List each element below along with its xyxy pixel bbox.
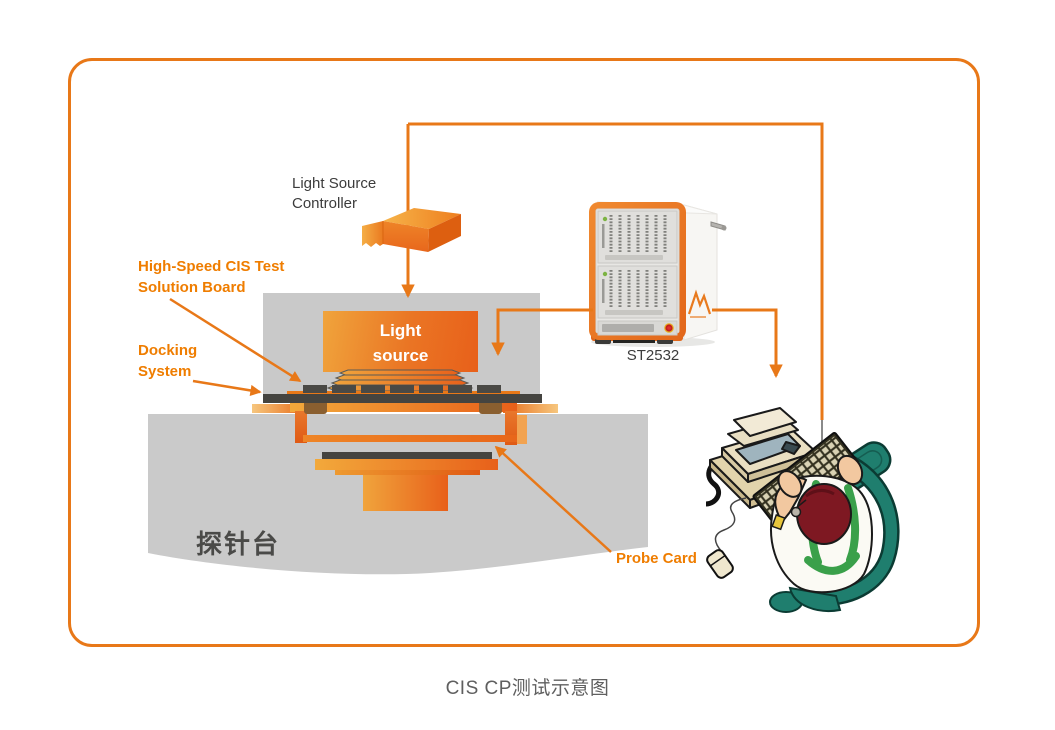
prober-station-label: 探针台 [196, 529, 281, 559]
docking-bracket-outer [517, 415, 527, 444]
chuck-dark-bar [322, 452, 492, 459]
docking-system-label: Docking System [138, 340, 197, 382]
diagram-border-frame [68, 58, 980, 647]
chuck-step-1 [315, 459, 498, 470]
docking-plate [290, 403, 517, 412]
probe-card-bar [303, 435, 517, 442]
light-source-controller-label-line1: Light Source [292, 175, 377, 192]
board-orange-strip [287, 391, 520, 396]
diagram-caption: CIS CP测试示意图 [445, 678, 610, 699]
board-contact-pads [303, 385, 501, 393]
connector-line-behind-operator [821, 420, 823, 608]
light-source-controller-label-line2: Controller [292, 195, 358, 212]
docking-system-label-line1: Docking [138, 342, 198, 359]
tester-model-label: ST2532 [626, 347, 680, 364]
docking-system-label-line2: System [138, 363, 192, 380]
test-solution-board-bar [263, 394, 542, 403]
probe-card-label: Probe Card [616, 550, 697, 567]
light-source-label-line1: Light [379, 321, 422, 340]
light-source-box: Light source [323, 311, 478, 372]
docking-foot-right [479, 403, 502, 414]
chuck-column [363, 475, 448, 511]
solution-board-label-line1: High-Speed CIS Test [138, 258, 285, 275]
solution-board-label-line2: Solution Board [138, 279, 246, 296]
docking-foot-left [304, 403, 327, 414]
light-source-label-line2: source [372, 346, 429, 365]
solution-board-label: High-Speed CIS Test Solution Board [138, 256, 284, 298]
light-source-controller-label: Light Source Controller [292, 174, 376, 214]
docking-wing-left [252, 404, 304, 413]
